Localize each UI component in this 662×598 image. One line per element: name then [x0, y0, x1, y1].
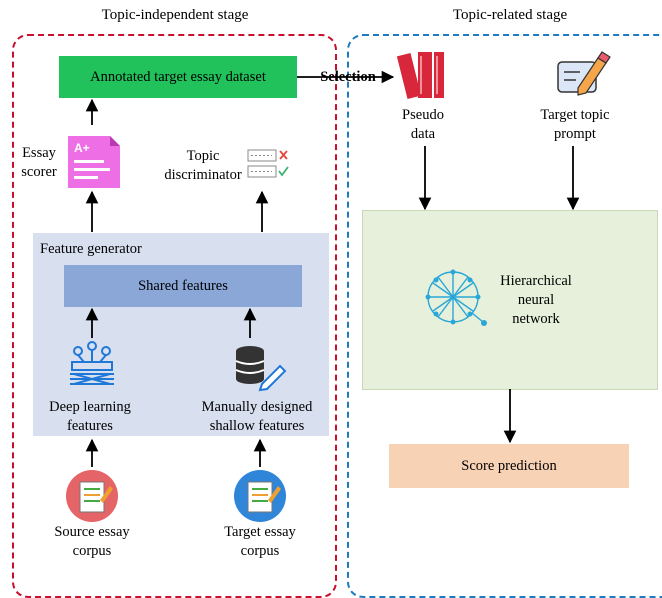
deep-features-label-2: features — [67, 418, 113, 434]
discriminator-checklist-icon — [247, 149, 289, 178]
target-corpus-label-2: corpus — [240, 543, 280, 559]
database-edit-icon — [235, 346, 287, 392]
neural-network-box — [362, 210, 658, 390]
target-prompt-label-1: Target topic — [540, 107, 610, 123]
pseudo-data-books-icon — [396, 52, 444, 100]
score-prediction-label: Score prediction — [461, 458, 557, 474]
target-prompt-label-2: prompt — [554, 126, 596, 142]
target-prompt-icon — [557, 51, 611, 96]
deep-features-label-1: Deep learning — [49, 399, 131, 415]
deep-learning-icon — [70, 341, 114, 385]
network-label-1: Hierarchical — [500, 273, 572, 289]
target-corpus-label-1: Target essay — [224, 524, 296, 540]
source-corpus-icon — [66, 470, 118, 522]
annotated-dataset-label: Annotated target essay dataset — [90, 69, 266, 85]
source-corpus-label-1: Source essay — [54, 524, 130, 540]
svg-text:A+: A+ — [74, 141, 90, 155]
pseudo-data-label-1: Pseudo — [402, 107, 444, 123]
left-stage-title: Topic-independent stage — [101, 7, 249, 23]
feature-generator-label: Feature generator — [40, 241, 142, 257]
network-label-2: neural — [517, 292, 555, 308]
right-arrows — [418, 146, 580, 444]
topic-discriminator-label-2: discriminator — [164, 167, 242, 183]
neural-network-icon — [425, 269, 487, 326]
shared-features-label: Shared features — [138, 278, 228, 294]
shared-features-box — [64, 265, 302, 307]
essay-scorer-label-1: Essay — [22, 145, 56, 161]
target-corpus-icon — [234, 470, 286, 522]
source-corpus-label-2: corpus — [72, 543, 112, 559]
score-prediction-box — [389, 444, 629, 488]
shallow-features-label-1: Manually designed — [201, 399, 313, 415]
essay-scorer-label-2: scorer — [21, 164, 57, 180]
shallow-features-label-2: shallow features — [209, 418, 305, 434]
annotated-dataset-box — [59, 56, 297, 98]
network-label-3: network — [512, 311, 560, 327]
left-arrows — [85, 70, 395, 467]
right-stage-title: Topic-related stage — [452, 7, 568, 23]
diagram-graphics: A+ — [66, 51, 611, 522]
pseudo-data-label-2: data — [410, 126, 436, 142]
topic-discriminator-label-1: Topic — [186, 148, 220, 164]
essay-document-icon: A+ — [68, 136, 120, 188]
